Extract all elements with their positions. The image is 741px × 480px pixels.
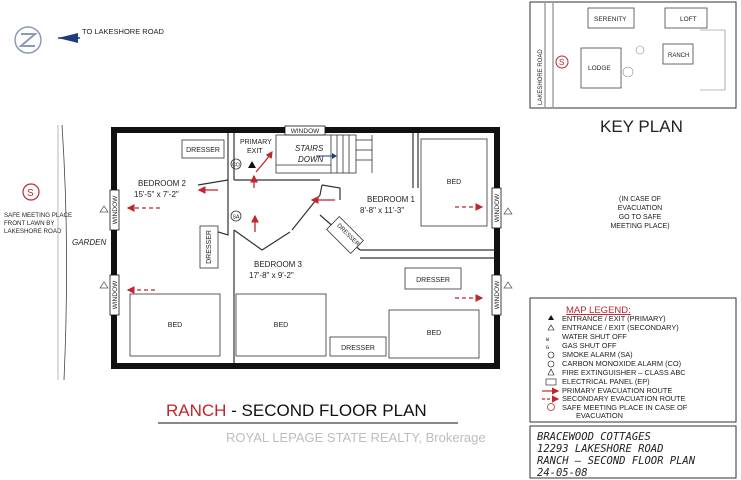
key-plan-note-line: MEETING PLACE) — [610, 223, 669, 230]
svg-text:DRESSER: DRESSER — [416, 277, 450, 284]
svg-text:G: G — [546, 345, 549, 351]
svg-text:WINDOW: WINDOW — [494, 280, 501, 309]
plan-title: RANCH - SECOND FLOOR PLAN — [166, 401, 427, 420]
svg-text:S: S — [559, 58, 564, 67]
svg-text:DRESSER: DRESSER — [341, 345, 375, 352]
svg-text:S: S — [27, 188, 34, 199]
svg-text:BED: BED — [427, 330, 441, 337]
key-plan-loft: LOFT — [680, 16, 697, 23]
window: WINDOW — [491, 274, 502, 316]
bedroom2-name: BEDROOM 2 — [138, 179, 187, 188]
title-block-line: 12293 LAKESHORE ROAD — [537, 443, 663, 455]
bedroom1-size: 8'-8" x 11'-3" — [360, 206, 404, 215]
window: WINDOW — [109, 274, 120, 316]
legend-item: ELECTRICAL PANEL (EP) — [562, 377, 650, 386]
bedroom2-size: 15'-5" x 7'-2" — [134, 190, 179, 199]
garden-label: GARDEN — [72, 238, 106, 247]
svg-text:DRESSER: DRESSER — [206, 230, 213, 264]
svg-text:WINDOW: WINDOW — [112, 280, 119, 309]
title-block-line: 24-05-08 — [537, 467, 588, 479]
title-block: BRACEWOOD COTTAGES 12293 LAKESHORE ROAD … — [529, 425, 737, 479]
svg-text:BED: BED — [168, 322, 182, 329]
north-note: TO LAKESHORE ROAD — [82, 27, 165, 36]
bedroom3-name: BEDROOM 3 — [254, 260, 303, 269]
bed: BED — [235, 293, 327, 357]
legend-title: MAP LEGEND: — [566, 305, 631, 316]
co-alarm-icon: CO — [230, 158, 242, 170]
stairs-label: STAIRS — [295, 144, 324, 153]
legend-item: ENTRANCE / EXIT (PRIMARY) — [562, 314, 666, 323]
dresser: DRESSER — [199, 225, 219, 269]
bed: BED — [388, 309, 480, 359]
smoke-alarm-icon: SA — [230, 210, 242, 222]
key-plan: LAKESHORE ROAD SERENITY LOFT LODGE RANCH… — [529, 1, 737, 109]
legend-item: PRIMARY EVACUATION ROUTE — [562, 386, 672, 395]
key-plan-note-line: (IN CASE OF — [619, 196, 661, 203]
title-block-line: BRACEWOOD COTTAGES — [537, 431, 651, 443]
dresser: DRESSER — [326, 216, 364, 254]
legend-item: CARBON MONOXIDE ALARM (CO) — [562, 359, 681, 368]
dresser: DRESSER — [404, 267, 462, 290]
key-plan-note-line: EVACUATION — [618, 205, 662, 212]
svg-text:WINDOW: WINDOW — [291, 128, 320, 135]
bedroom3-size: 17'-8" x 9'-2" — [249, 271, 294, 280]
legend-item: SECONDARY EVACUATION ROUTE — [562, 394, 686, 403]
map-legend: MAP LEGEND: W G ENTRANCE / EXIT (PRIMARY… — [529, 297, 737, 423]
window: WINDOW — [284, 125, 326, 136]
legend-item: ENTRANCE / EXIT (SECONDARY) — [562, 323, 679, 332]
legend-item: WATER SHUT OFF — [562, 332, 627, 341]
primary-exit-label: EXIT — [247, 148, 263, 155]
bed: BED — [129, 293, 221, 357]
safe-meeting-line: FRONT LAWN BY — [4, 220, 55, 227]
window: WINDOW — [109, 189, 120, 231]
key-plan-ranch: RANCH — [668, 53, 689, 59]
watermark: ROYAL LEPAGE STATE REALTY, Brokerage — [226, 430, 486, 445]
legend-item: EVACUATION — [576, 411, 623, 420]
svg-text:WINDOW: WINDOW — [112, 195, 119, 224]
svg-text:SA: SA — [233, 215, 240, 221]
legend-item: SMOKE ALARM (SA) — [562, 350, 633, 359]
key-plan-lodge: LODGE — [588, 65, 611, 72]
key-plan-title: KEY PLAN — [600, 117, 683, 136]
title-block-line: RANCH – SECOND FLOOR PLAN — [537, 455, 696, 467]
stairs — [275, 134, 373, 174]
svg-text:W: W — [546, 337, 549, 343]
bed: BED — [420, 138, 488, 227]
north-arrow-icon — [14, 26, 80, 54]
dresser: DRESSER — [329, 336, 387, 357]
dresser: DRESSER — [181, 139, 225, 159]
svg-text:BED: BED — [447, 179, 461, 186]
primary-exit-label: PRIMARY — [240, 139, 272, 146]
safe-meeting-place: S SAFE MEETING PLACE FRONT LAWN BY LAKES… — [4, 183, 72, 235]
legend-item: SAFE MEETING PLACE IN CASE OF — [562, 403, 688, 412]
svg-text:WINDOW: WINDOW — [494, 193, 501, 222]
safe-meeting-line: LAKESHORE ROAD — [4, 228, 62, 235]
svg-text:DRESSER: DRESSER — [186, 147, 220, 154]
legend-item: GAS SHUT OFF — [562, 341, 617, 350]
stairs-label: DOWN — [298, 155, 324, 164]
evacuation-routes — [126, 174, 484, 302]
key-plan-serenity: SERENITY — [594, 16, 627, 23]
legend-item: FIRE EXTINGUISHER – CLASS ABC — [562, 368, 686, 377]
svg-text:BED: BED — [274, 322, 288, 329]
safe-meeting-line: SAFE MEETING PLACE — [4, 212, 72, 219]
bedroom1-name: BEDROOM 1 — [367, 195, 416, 204]
key-plan-note-line: GO TO SAFE — [619, 214, 662, 221]
key-plan-note: (IN CASE OF EVACUATION GO TO SAFE MEETIN… — [610, 196, 669, 230]
svg-text:CO: CO — [232, 163, 240, 169]
primary-exit-icon — [248, 161, 256, 168]
key-plan-road: LAKESHORE ROAD — [538, 49, 544, 105]
window: WINDOW — [491, 187, 502, 229]
